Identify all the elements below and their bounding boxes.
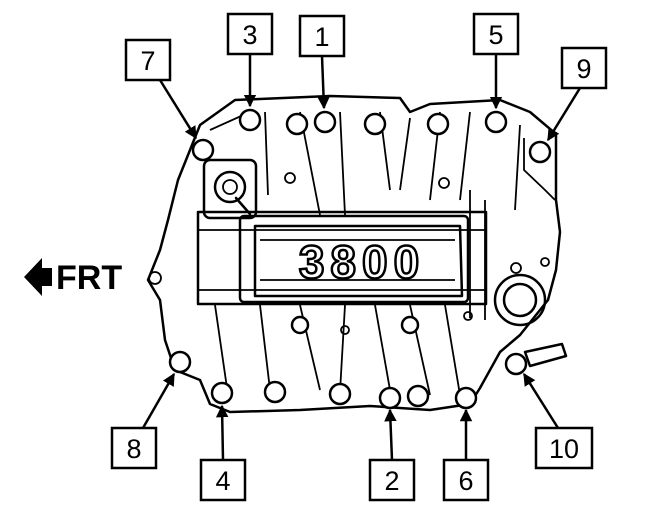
svg-text:7: 7 xyxy=(140,46,155,76)
arrow-left-icon xyxy=(24,258,52,296)
bolt-1 xyxy=(313,110,337,134)
callout-1: 1 xyxy=(298,14,346,58)
svg-text:3: 3 xyxy=(242,20,257,50)
plenum xyxy=(196,210,488,306)
bolt-5 xyxy=(484,110,508,134)
svg-text:5: 5 xyxy=(488,20,503,50)
callout-7: 7 xyxy=(124,38,172,82)
svg-text:9: 9 xyxy=(576,54,591,84)
svg-text:6: 6 xyxy=(458,466,473,496)
fastener xyxy=(285,112,309,136)
svg-text:1: 1 xyxy=(314,22,329,52)
callout-10: 10 xyxy=(534,426,594,470)
callout-4: 4 xyxy=(199,458,247,502)
fastener xyxy=(290,315,310,335)
svg-text:8: 8 xyxy=(126,434,141,464)
fastener xyxy=(363,112,387,136)
fastener xyxy=(426,112,450,136)
callout-9: 9 xyxy=(560,46,608,90)
callout-6: 6 xyxy=(442,458,490,502)
bolt-4 xyxy=(210,381,234,405)
bolt-9 xyxy=(528,140,552,164)
front-label: FRT xyxy=(56,259,122,297)
callout-8: 8 xyxy=(110,426,158,470)
bolt-2 xyxy=(378,386,402,410)
bolt-10 xyxy=(504,352,528,376)
bolt-7 xyxy=(191,138,215,162)
bolt-6 xyxy=(454,386,478,410)
bolt-8 xyxy=(168,350,192,374)
fastener xyxy=(406,384,430,408)
svg-text:10: 10 xyxy=(549,434,579,464)
callout-5: 5 xyxy=(472,12,520,56)
callout-arrows xyxy=(141,54,582,461)
bolts xyxy=(168,108,552,410)
engine-badge-text: 3800 xyxy=(299,236,425,288)
fastener xyxy=(328,382,352,406)
svg-text:2: 2 xyxy=(384,466,399,496)
callout-3: 3 xyxy=(226,12,274,56)
fastener xyxy=(400,315,420,335)
bolt-3 xyxy=(238,108,262,132)
callout-2: 2 xyxy=(368,458,416,502)
fastener xyxy=(263,380,287,404)
svg-text:4: 4 xyxy=(215,466,230,496)
front-direction-indicator: FRT xyxy=(24,258,122,297)
